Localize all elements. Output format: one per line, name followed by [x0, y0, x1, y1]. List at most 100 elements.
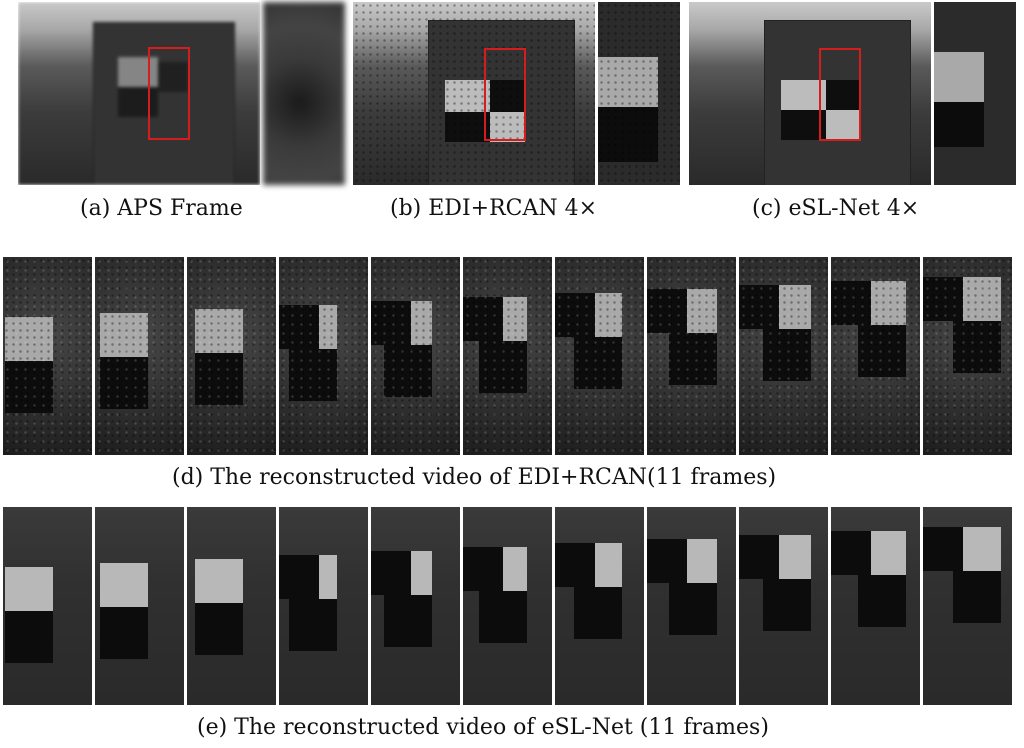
- checker-dark-left: [923, 277, 963, 321]
- video-frame: [371, 507, 460, 705]
- checker-dark-left: [371, 301, 411, 345]
- noise-overlay-light: [463, 257, 552, 455]
- checker-dark: [858, 325, 906, 377]
- noise-overlay: [353, 2, 595, 185]
- checker-light: [100, 563, 148, 607]
- inset-esl-net: [934, 2, 1016, 185]
- checker-dark: [858, 575, 906, 627]
- video-frame: [463, 257, 552, 455]
- checker-dark-left: [463, 297, 503, 341]
- cabinet: [93, 22, 235, 185]
- video-frame: [187, 507, 276, 705]
- noise-overlay-light: [95, 257, 184, 455]
- highlight-box: [148, 47, 190, 140]
- video-frame: [923, 507, 1012, 705]
- noise-overlay-light: [371, 257, 460, 455]
- checker-dark: [479, 591, 527, 643]
- checker-dark-left: [923, 527, 963, 571]
- checker-dark: [669, 333, 717, 385]
- checker-dark-left: [463, 547, 503, 591]
- checker-dark-left: [555, 293, 595, 337]
- checker-dark: [384, 345, 432, 397]
- caption-b: (b) EDI+RCAN 4×: [390, 196, 598, 221]
- caption-d: (d) The reconstructed video of EDI+RCAN(…: [172, 465, 777, 490]
- panel-esl-net: [689, 2, 931, 185]
- noise-overlay: [647, 257, 736, 455]
- checker-dark: [100, 357, 148, 409]
- video-frame: [95, 257, 184, 455]
- checker-dark: [763, 329, 811, 381]
- video-frame: [923, 257, 1012, 455]
- noise-overlay-light: [187, 257, 276, 455]
- video-frame: [279, 507, 368, 705]
- noise-overlay: [831, 257, 920, 455]
- video-frame: [3, 257, 92, 455]
- checker-dark-left: [831, 531, 871, 575]
- checker-dark: [5, 361, 53, 413]
- checker-dark: [289, 599, 337, 651]
- checker-dark: [384, 595, 432, 647]
- checker-dark-left: [647, 289, 687, 333]
- checker-dark: [479, 341, 527, 393]
- checker-dark: [195, 603, 243, 655]
- checker-dark: [574, 587, 622, 639]
- checker-dark-left: [371, 551, 411, 595]
- noise-overlay: [187, 257, 276, 455]
- checker-dark: [5, 611, 53, 663]
- panel-aps-frame: [18, 2, 260, 185]
- checker-dark: [574, 337, 622, 389]
- panel-edi-rcan: [353, 2, 595, 185]
- noise-overlay: [923, 257, 1012, 455]
- checker-dark-left: [279, 305, 319, 349]
- inset-aps-frame: [263, 2, 345, 185]
- noise-overlay-light: [647, 257, 736, 455]
- video-frame: [555, 507, 644, 705]
- checker-light-blur: [118, 57, 158, 87]
- inset-edi-rcan: [598, 2, 680, 185]
- checker-dark-left: [279, 555, 319, 599]
- video-frame: [279, 257, 368, 455]
- video-frame: [95, 507, 184, 705]
- checker-dark-blur: [118, 87, 158, 117]
- checker-light: [195, 559, 243, 603]
- video-frame: [647, 507, 736, 705]
- noise-overlay-light: [923, 257, 1012, 455]
- noise-overlay: [95, 257, 184, 455]
- checker-dark: [953, 571, 1001, 623]
- video-frame: [739, 507, 828, 705]
- checker-light: [781, 80, 826, 110]
- checker-dark: [934, 102, 984, 147]
- noise-overlay: [371, 257, 460, 455]
- scene-image-aps: [18, 2, 260, 185]
- checker-dark-left: [555, 543, 595, 587]
- video-frame: [463, 507, 552, 705]
- video-frame: [187, 257, 276, 455]
- checker-dark: [289, 349, 337, 401]
- scene-image-edi: [353, 2, 595, 185]
- highlight-box: [484, 48, 526, 141]
- scene-image-esl: [689, 2, 931, 185]
- video-frame: [647, 257, 736, 455]
- checker-light: [934, 52, 984, 102]
- noise-overlay: [739, 257, 828, 455]
- checker-dark: [100, 607, 148, 659]
- checker-dark-2: [490, 80, 525, 112]
- caption-c: (c) eSL-Net 4×: [752, 196, 920, 221]
- checker-dark: [195, 353, 243, 405]
- checker-light-2: [490, 112, 525, 142]
- checker-dark: [781, 110, 826, 140]
- checker-dark: [598, 107, 658, 162]
- noise-overlay: [3, 257, 92, 455]
- video-frame: [831, 257, 920, 455]
- noise-overlay: [555, 257, 644, 455]
- video-frame: [831, 507, 920, 705]
- noise-overlay-light: [831, 257, 920, 455]
- video-frame: [3, 507, 92, 705]
- video-frame: [739, 257, 828, 455]
- checker-light: [195, 309, 243, 353]
- checker-light: [5, 567, 53, 611]
- noise-overlay-light: [555, 257, 644, 455]
- video-frame: [555, 257, 644, 455]
- checker-dark-left: [739, 285, 779, 329]
- video-frame: [371, 257, 460, 455]
